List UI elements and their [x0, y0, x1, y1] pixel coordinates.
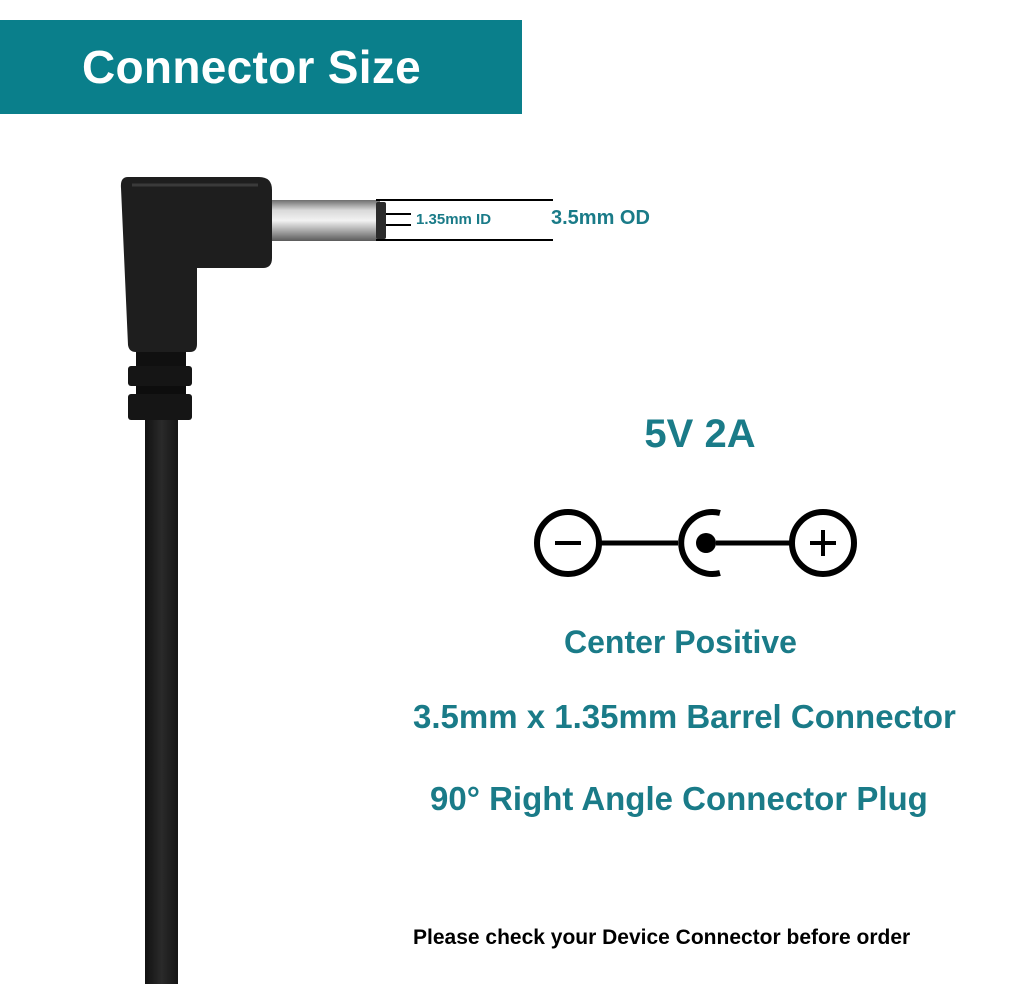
- metal-barrel: [272, 200, 380, 241]
- notice-text: Please check your Device Connector befor…: [413, 926, 911, 949]
- strain-relief-ring: [136, 386, 186, 394]
- inner-diameter-label: 1.35mm ID: [416, 211, 492, 228]
- angle-spec: 90° Right Angle Connector Plug: [430, 780, 928, 817]
- connector-spec: 3.5mm x 1.35mm Barrel Connector: [413, 698, 956, 735]
- polarity-symbol: [534, 509, 857, 577]
- center-pin-icon: [678, 509, 721, 577]
- outer-diameter-label: 3.5mm OD: [551, 207, 650, 229]
- plus-symbol-icon: [789, 509, 857, 577]
- power-rating: 5V 2A: [644, 412, 756, 456]
- barrel-tip: [376, 202, 386, 239]
- polarity-label: Center Positive: [564, 624, 797, 660]
- strain-relief-neck: [136, 350, 186, 366]
- cable: [145, 420, 178, 984]
- header-banner: Connector Size: [0, 20, 522, 114]
- strain-relief-ring: [128, 394, 192, 420]
- page-title: Connector Size: [82, 41, 422, 93]
- plug-body: [120, 177, 272, 352]
- strain-relief-ring: [128, 366, 192, 386]
